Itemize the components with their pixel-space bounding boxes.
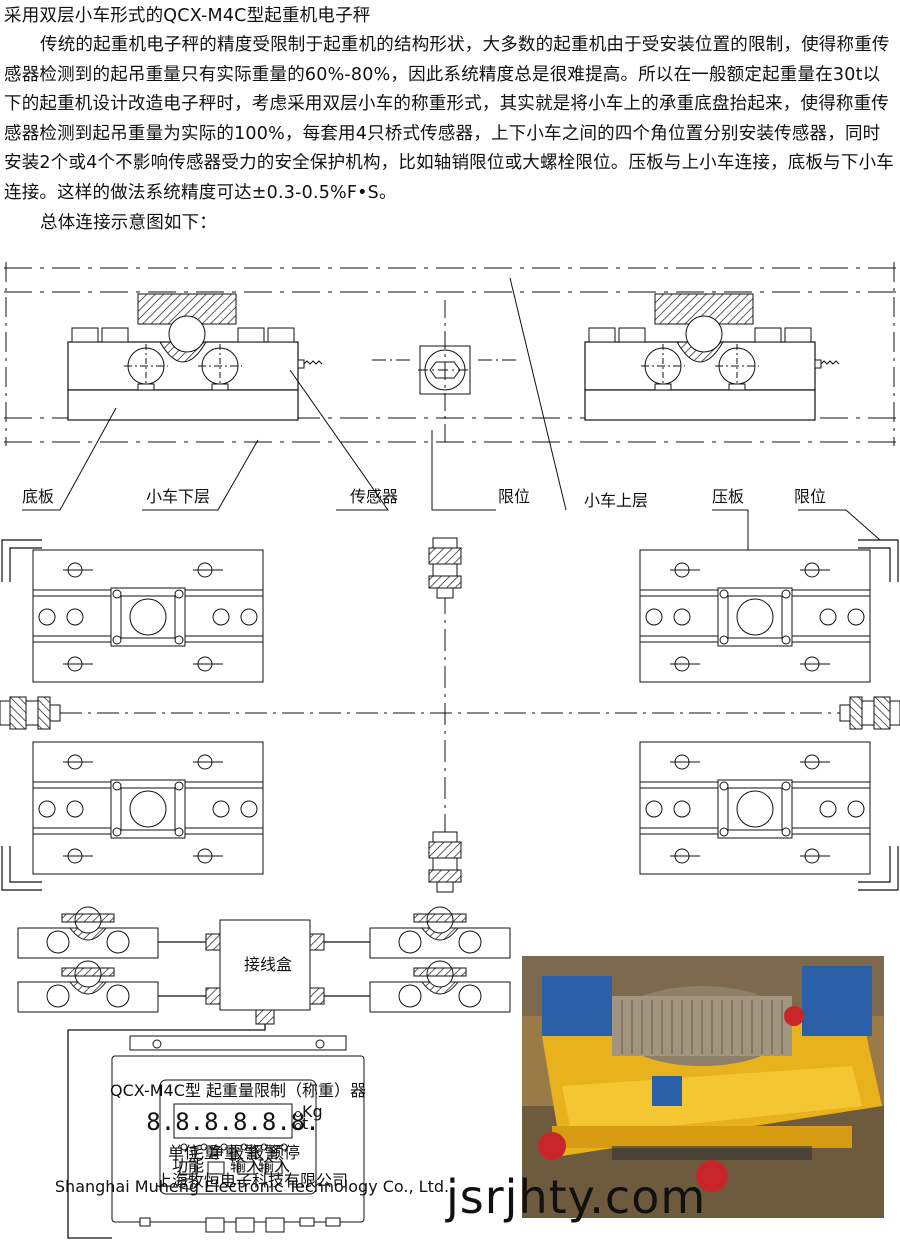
- label-sensor: 传感器: [350, 487, 398, 506]
- document-title: 采用双层小车形式的QCX-M4C型起重机电子秤: [4, 6, 371, 26]
- company-logo: [177, 1178, 199, 1190]
- label-press-plate: 压板: [712, 487, 744, 506]
- cell-1: [17, 906, 159, 959]
- diagram-caption: 总体连接示意图如下：: [40, 213, 217, 233]
- plate-bottom-right: [639, 741, 871, 875]
- junction-box-label: 接线盒: [244, 955, 292, 974]
- cell-4: [369, 960, 511, 1013]
- wiring-diagram: 接线盒: [17, 906, 511, 1239]
- label-upper-trolley: 小车上层: [584, 491, 648, 510]
- cell-3: [369, 906, 511, 959]
- device-model: QCX-M4C型 起重量限制（称重）器: [110, 1081, 366, 1100]
- svg-text:Kg: Kg: [302, 1102, 323, 1121]
- svg-text:输入: 输入: [258, 1156, 290, 1175]
- svg-text:毛重: 毛重: [188, 1143, 220, 1162]
- watermark-text: jsrjhty.com: [446, 1170, 707, 1224]
- svg-text:报警: 报警: [248, 1143, 280, 1162]
- company-name: 上海牧恒电子科技有限公司: [156, 1171, 348, 1190]
- plan-view: [0, 537, 900, 893]
- label-limit-1: 限位: [498, 487, 530, 506]
- body-paragraph: 传统的起重机电子秤的精度受限制于起重机的结构形状，大多数的起重机由于受安装位置的…: [4, 35, 894, 203]
- svg-text:预停: 预停: [268, 1143, 300, 1162]
- side-view: [4, 262, 896, 446]
- svg-text:单位: 单位: [168, 1143, 200, 1162]
- weighing-controller: QCX-M4C型 起重量限制（称重）器 8.8.8.8.8.8. Kg t 单位…: [55, 1035, 449, 1233]
- limit-bolt-bottom: [428, 831, 462, 893]
- label-lower-trolley: 小车下层: [146, 487, 210, 506]
- limit-bolt-left: [0, 696, 61, 730]
- limit-bolt-right: [839, 696, 900, 730]
- svg-text:净重: 净重: [208, 1143, 240, 1162]
- crane-trolley-photo: [522, 956, 884, 1218]
- svg-text:报警: 报警: [228, 1143, 260, 1162]
- plate-top-right: [639, 549, 871, 683]
- company-name-en: Shanghai Muheng Electronic Technology Co…: [55, 1177, 449, 1196]
- device-indicators: 单位 毛重 净重 报警 报警 预停: [168, 1143, 300, 1162]
- plate-bottom-left: [32, 741, 264, 875]
- plate-top-left: [32, 549, 264, 683]
- svg-text:输入: 输入: [230, 1156, 262, 1175]
- label-limit-2: 限位: [794, 487, 826, 506]
- svg-text:t: t: [302, 1114, 308, 1133]
- cell-2: [17, 960, 159, 1013]
- junction-box: [219, 919, 311, 1011]
- label-base-plate: 底板: [22, 487, 54, 506]
- limit-bolt-top: [428, 537, 462, 599]
- device-keys: 功能 输入 输入: [172, 1156, 290, 1175]
- device-display: 8.8.8.8.8.8.: [146, 1108, 319, 1136]
- svg-text:功能: 功能: [172, 1156, 204, 1175]
